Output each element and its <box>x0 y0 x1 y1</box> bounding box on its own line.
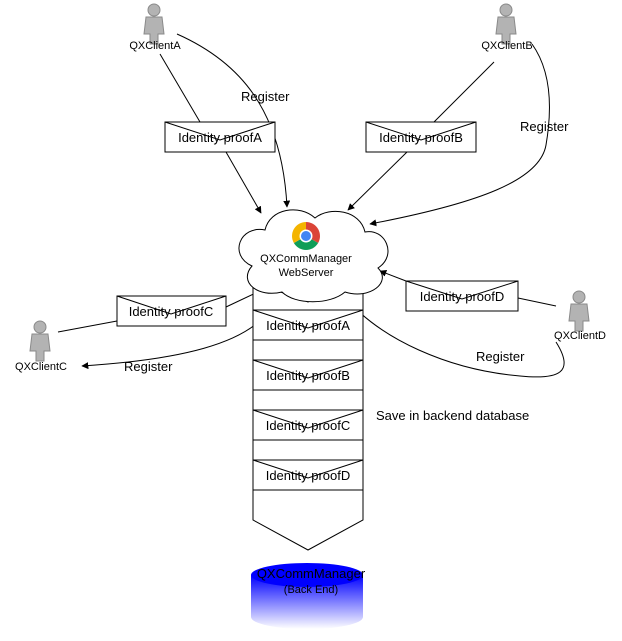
client-c-to-proof-line <box>57 320 118 333</box>
proof-envelope-b-label: Identity proofB <box>379 130 463 145</box>
client-c-person-icon <box>29 320 51 362</box>
register-label-c: Register <box>124 359 173 374</box>
proof-d-to-server-arrow <box>379 269 407 282</box>
proof-envelope-c: Identity proofC <box>116 295 227 327</box>
register-label-d: Register <box>476 349 525 364</box>
proof-envelope-a: Identity proofA <box>164 121 276 153</box>
proof-envelope-a-label: Identity proofA <box>178 130 262 145</box>
client-a-register-arrow <box>176 33 291 208</box>
client-b-person-icon <box>495 3 517 45</box>
database-cylinder: QXCommManager (Back End) <box>251 563 366 629</box>
server-cloud: QXCommManager WebServer <box>238 209 389 303</box>
queue-item-d: Identity proofD <box>252 459 364 491</box>
proof-envelope-c-label: Identity proofC <box>129 304 214 319</box>
queue-item-a: Identity proofA <box>252 309 364 341</box>
queue-item-a-label: Identity proofA <box>266 318 350 333</box>
client-d-person-icon <box>568 290 590 332</box>
server-name-line2: WebServer <box>279 267 334 279</box>
proof-envelope-b: Identity proofB <box>365 121 477 153</box>
register-label-b: Register <box>520 119 569 134</box>
queue-item-d-label: Identity proofD <box>266 468 351 483</box>
proof-envelope-d: Identity proofD <box>405 280 519 312</box>
register-label-a: Register <box>241 89 290 104</box>
queue-item-b: Identity proofB <box>252 359 364 391</box>
client-a-to-proof-line <box>159 53 201 123</box>
client-d-label: QXClientD <box>554 330 606 342</box>
database-label-line1: QXCommManager <box>257 566 366 581</box>
proof-envelope-d-label: Identity proofD <box>420 289 505 304</box>
proof-a-to-server-arrow <box>225 151 262 214</box>
save-backend-label: Save in backend database <box>376 408 529 423</box>
client-b-to-proof-line <box>433 61 495 123</box>
queue-item-b-label: Identity proofB <box>266 368 350 383</box>
client-d-register-arrow <box>342 294 565 378</box>
client-b-register-arrow <box>369 43 550 227</box>
database-label-line2: (Back End) <box>284 584 338 596</box>
client-a-person-icon <box>143 3 165 45</box>
server-name-line1: QXCommManager <box>260 253 352 265</box>
proof-b-to-server-arrow <box>347 151 408 211</box>
chrome-icon <box>292 222 320 250</box>
queue-item-c: Identity proofC <box>252 409 364 441</box>
client-c-label: QXClientC <box>15 361 67 373</box>
client-b-label: QXClientB <box>481 40 532 52</box>
client-d-to-proof-line <box>517 297 557 307</box>
queue-item-c-label: Identity proofC <box>266 418 351 433</box>
client-a-label: QXClientA <box>129 40 181 52</box>
